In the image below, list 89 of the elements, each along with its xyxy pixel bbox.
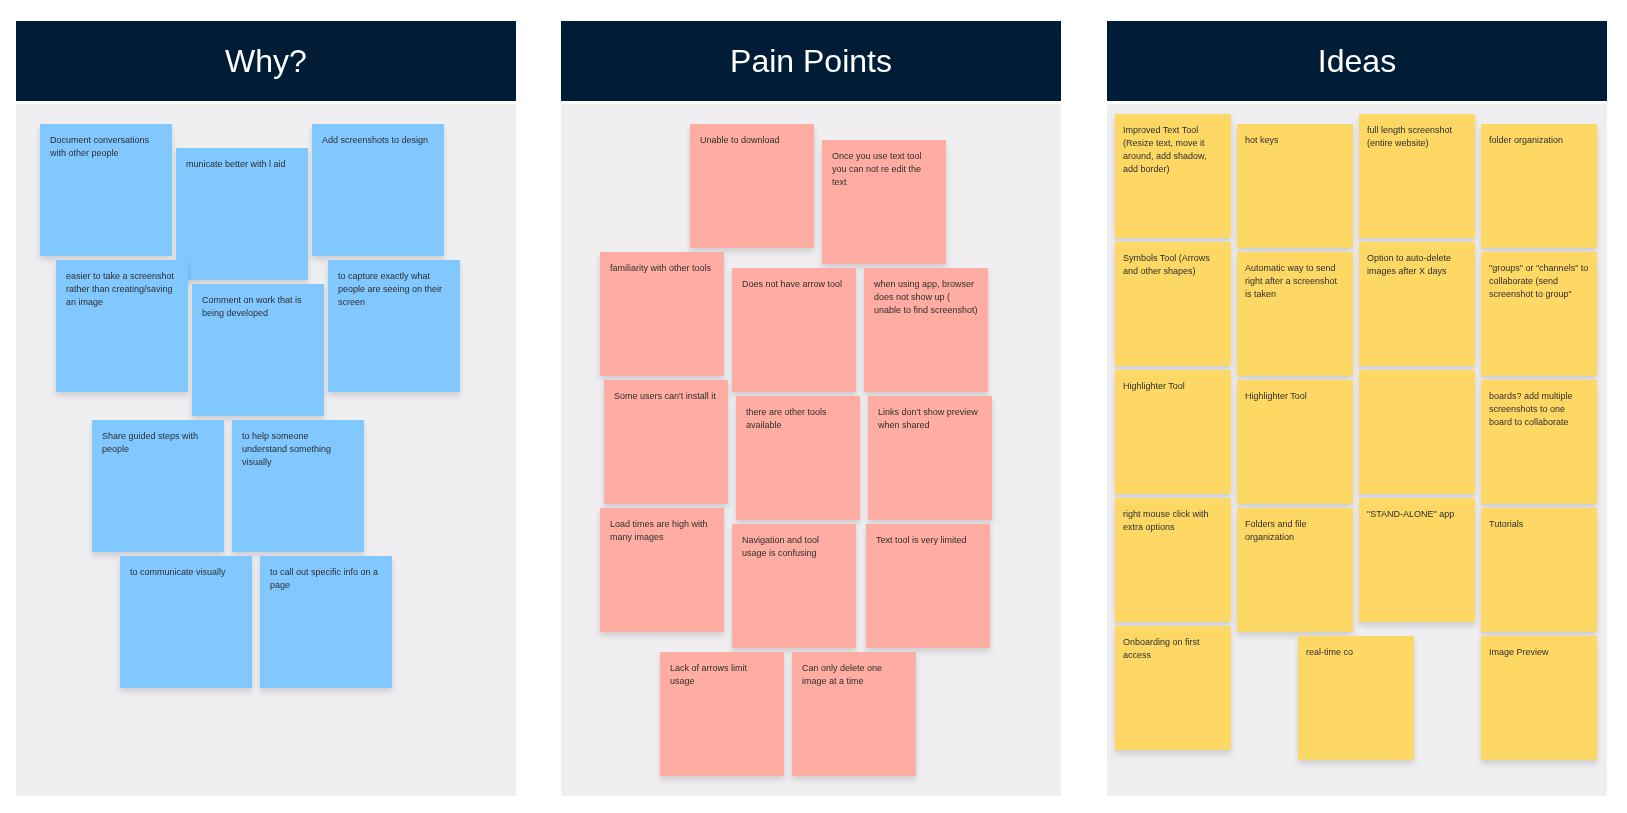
- sticky-note: [1359, 114, 1475, 238]
- sticky-note: [1481, 508, 1597, 632]
- note-text: Symbols Tool (Arrows and other shapes): [1123, 252, 1211, 278]
- note-text: Highlighter Tool: [1123, 380, 1185, 393]
- sticky-note: [1481, 380, 1597, 504]
- sticky-note: [822, 140, 946, 264]
- column-title: Pain Points: [730, 42, 892, 80]
- column-title: Why?: [225, 42, 307, 80]
- sticky-note: [1481, 124, 1597, 248]
- note-text: boards? add multiple screenshots to one board to collaborate: [1489, 390, 1574, 429]
- note-text: real-time co: [1306, 646, 1353, 659]
- note-text: folder organization: [1489, 134, 1564, 147]
- note-text: hot keys: [1245, 134, 1279, 147]
- note-text: Onboarding on first access: [1123, 636, 1201, 662]
- note-text: Add screenshots to design: [322, 134, 429, 147]
- note-text: Links don't show preview when shared: [878, 406, 979, 432]
- board-column: [16, 21, 516, 796]
- note-text: Some users can't install it: [614, 390, 716, 403]
- sticky-note: [56, 260, 188, 392]
- board-column: [1107, 21, 1607, 796]
- note-text: Document conversations with other people: [50, 134, 151, 160]
- sticky-note: [1481, 636, 1597, 760]
- sticky-note: [1237, 380, 1353, 504]
- note-text: "groups" or "channels" to collaborate (send screenshot to group": [1489, 262, 1589, 301]
- sticky-note: [604, 380, 728, 504]
- note-text: Tutorials: [1489, 518, 1524, 531]
- note-text: Share guided steps with people: [102, 430, 200, 456]
- note-text: when using app, browser does not show up ( unable to find screenshot): [874, 278, 978, 317]
- note-text: Lack of arrows limit usage: [670, 662, 749, 688]
- note-text: Can only delete one image at a time: [802, 662, 884, 688]
- sticky-note: [192, 284, 324, 416]
- sticky-note: [1115, 370, 1231, 494]
- sticky-note: [1115, 242, 1231, 366]
- sticky-note: [1359, 242, 1475, 366]
- sticky-note: [732, 268, 856, 392]
- sticky-note: [660, 652, 784, 776]
- sticky-note: [232, 420, 364, 552]
- note-text: to help someone understand something visually: [242, 430, 333, 469]
- sticky-note: [732, 524, 856, 648]
- note-text: Once you use text tool you can not re edit the text: [832, 150, 923, 189]
- sticky-note: [866, 524, 990, 648]
- note-text: full length screenshot (entire website): [1367, 124, 1454, 150]
- sticky-note: [1115, 114, 1231, 238]
- sticky-note: [312, 124, 444, 256]
- sticky-note: [1481, 252, 1597, 376]
- note-text: "STAND-ALONE" app: [1367, 508, 1455, 521]
- sticky-note: [40, 124, 172, 256]
- sticky-note: [792, 652, 916, 776]
- note-text: right mouse click with extra options: [1123, 508, 1210, 534]
- note-text: Folders and file organization: [1245, 518, 1308, 544]
- sticky-note: [1359, 370, 1475, 494]
- sticky-note: [736, 396, 860, 520]
- sticky-note: [1115, 498, 1231, 622]
- note-text: there are other tools available: [746, 406, 828, 432]
- note-text: familiarity with other tools: [610, 262, 712, 275]
- note-text: Does not have arrow tool: [742, 278, 843, 291]
- note-text: municate better with l aid: [186, 158, 286, 171]
- sticky-note: [260, 556, 392, 688]
- sticky-note: [600, 508, 724, 632]
- note-text: Highlighter Tool: [1245, 390, 1307, 403]
- note-text: Automatic way to send right after a screenshot is taken: [1245, 262, 1339, 301]
- note-text: easier to take a screenshot rather than creating/saving an image: [66, 270, 176, 309]
- note-text: Navigation and tool usage is confusing: [742, 534, 821, 560]
- board-column: [561, 21, 1061, 796]
- sticky-note: [1359, 498, 1475, 622]
- note-text: Image Preview: [1489, 646, 1549, 659]
- sticky-note: [868, 396, 992, 520]
- sticky-note: [1115, 626, 1231, 750]
- note-text: Comment on work that is being developed: [202, 294, 303, 320]
- note-text: Text tool is very limited: [876, 534, 967, 547]
- sticky-note: [1298, 636, 1414, 760]
- sticky-note: [690, 124, 814, 248]
- note-text: Improved Text Tool (Resize text, move it around, add shadow, add border): [1123, 124, 1208, 176]
- note-text: to capture exactly what people are seeing on their screen: [338, 270, 444, 309]
- note-text: Unable to download: [700, 134, 780, 147]
- sticky-note: [600, 252, 724, 376]
- note-text: to communicate visually: [130, 566, 226, 579]
- sticky-note: [176, 148, 308, 280]
- sticky-note: [1237, 508, 1353, 632]
- column-title: Ideas: [1317, 42, 1397, 80]
- sticky-note: [864, 268, 988, 392]
- sticky-note: [120, 556, 252, 688]
- sticky-note: [328, 260, 460, 392]
- sticky-note: [1237, 252, 1353, 376]
- note-text: Load times are high with many images: [610, 518, 709, 544]
- sticky-note: [1237, 124, 1353, 248]
- sticky-note: [92, 420, 224, 552]
- note-text: to call out specific info on a page: [270, 566, 380, 592]
- note-text: Option to auto-delete images after X days: [1367, 252, 1453, 278]
